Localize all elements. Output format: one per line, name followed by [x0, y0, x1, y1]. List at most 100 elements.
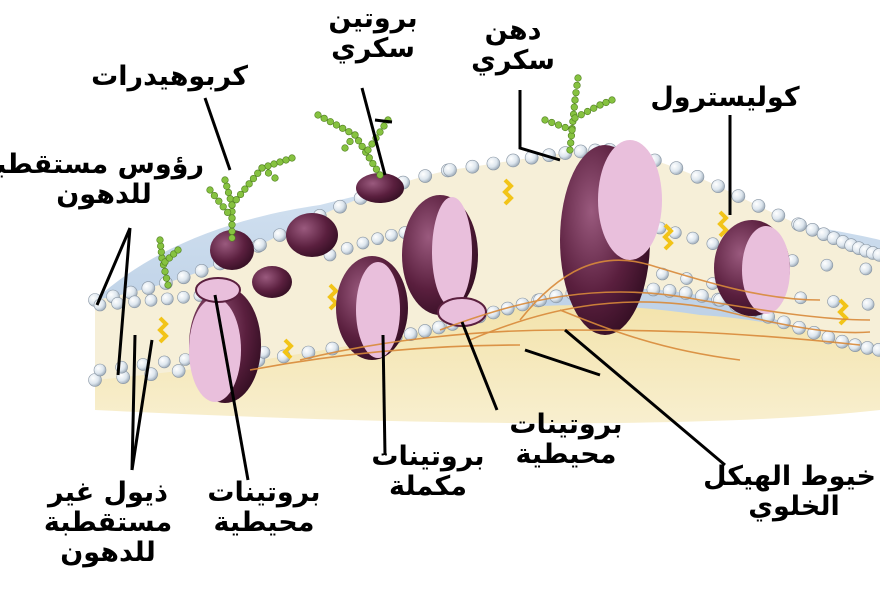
lipid-head-icon [145, 294, 157, 306]
sugar-bead-icon [223, 183, 230, 190]
protein-face [189, 298, 241, 402]
peripheral-protein-icon [196, 278, 240, 302]
lipid-head-icon [341, 242, 353, 254]
sugar-bead-icon [603, 99, 610, 106]
lipid-head-icon [419, 324, 432, 337]
protein-icon [252, 266, 292, 298]
lipid-head-icon [670, 162, 683, 175]
label-nonpolar-tails: ذيول غيرمستقطبةللدهون [38, 478, 178, 569]
cholesterol-icon [285, 340, 291, 358]
sugar-bead-icon [359, 143, 366, 150]
sugar-bead-icon [265, 163, 272, 170]
lipid-head-icon [507, 154, 520, 167]
lipid-head-icon [177, 271, 190, 284]
protein-icon [286, 213, 338, 257]
lipid-head-icon [487, 157, 500, 170]
sugar-bead-icon [225, 189, 232, 196]
sugar-bead-icon [283, 157, 290, 164]
lipid-head-icon [357, 237, 369, 249]
sugar-bead-icon [381, 123, 388, 130]
lipid-head-icon [129, 296, 141, 308]
sugar-bead-icon [575, 75, 582, 82]
leader-line-integral [383, 335, 385, 455]
lipid-head-icon [772, 209, 785, 222]
lipid-head-icon [466, 160, 479, 173]
sugar-bead-icon [542, 117, 549, 124]
sugar-bead-icon [609, 97, 616, 104]
sugar-bead-icon [157, 243, 164, 250]
sugar-bead-icon [333, 122, 340, 129]
sugar-bead-icon [573, 89, 580, 96]
sugar-bead-icon [259, 165, 266, 172]
sugar-bead-icon [229, 235, 236, 242]
lipid-head-icon [195, 264, 208, 277]
sugar-bead-icon [571, 104, 578, 111]
label-glycolipid: دهنسكري [453, 16, 573, 76]
lipid-head-icon [691, 170, 704, 183]
sugar-bead-icon [584, 108, 591, 115]
lipid-head-icon [385, 229, 397, 241]
sugar-bead-icon [321, 115, 328, 122]
lipid-head-icon [828, 296, 840, 308]
sugar-bead-icon [315, 112, 322, 119]
sugar-bead-icon [224, 209, 231, 216]
sugar-bead-icon [277, 159, 284, 166]
sugar-bead-icon [562, 124, 569, 131]
sugar-bead-icon [597, 102, 604, 109]
sugar-bead-icon [355, 137, 362, 144]
lipid-head-icon [707, 238, 719, 250]
sugar-bead-icon [220, 204, 227, 211]
lipid-head-icon [158, 356, 170, 368]
lipid-head-icon [795, 292, 807, 304]
lipid-head-icon [732, 190, 745, 203]
sugar-bead-icon [365, 147, 372, 154]
lipid-head-icon [712, 180, 725, 193]
sugar-bead-icon [229, 222, 236, 229]
lipid-head-icon [836, 335, 849, 348]
protein-face [432, 197, 472, 307]
sugar-bead-icon [229, 215, 236, 222]
sugar-bead-icon [346, 128, 353, 135]
sugar-bead-icon [377, 172, 384, 179]
lipid-head-icon [273, 229, 286, 242]
label-cholesterol: كوليسترول [640, 83, 810, 113]
sugar-bead-icon [567, 140, 574, 147]
lipid-head-icon [752, 199, 765, 212]
sugar-bead-icon [157, 237, 164, 244]
sugar-bead-icon [569, 127, 576, 134]
sugar-bead-icon [572, 97, 579, 104]
sugar-bead-icon [163, 275, 170, 282]
sugar-bead-icon [265, 170, 272, 177]
sugar-bead-icon [369, 141, 376, 148]
lipid-head-icon [419, 170, 432, 183]
lipid-head-icon [178, 291, 190, 303]
lipid-head-icon [372, 233, 384, 245]
sugar-bead-icon [574, 82, 581, 89]
sugar-bead-icon [272, 175, 279, 182]
lipid-head-icon [860, 263, 872, 275]
lipid-head-icon [161, 293, 173, 305]
sugar-bead-icon [352, 132, 359, 139]
sugar-bead-icon [347, 138, 354, 145]
sugar-bead-icon [227, 195, 234, 202]
lipid-head-icon [687, 232, 699, 244]
lipid-head-icon [861, 341, 874, 354]
sugar-bead-icon [578, 111, 585, 118]
sugar-bead-icon [572, 115, 579, 122]
sugar-bead-icon [548, 119, 555, 126]
sugar-bead-icon [175, 247, 182, 254]
sugar-bead-icon [216, 198, 223, 205]
lipid-head-icon [172, 364, 185, 377]
sugar-bead-icon [567, 147, 574, 154]
sugar-bead-icon [222, 177, 229, 184]
sugar-bead-icon [370, 160, 377, 167]
leader-line-carbohydrates [205, 98, 230, 170]
sugar-bead-icon [207, 187, 214, 194]
sugar-bead-icon [377, 129, 384, 136]
lipid-head-icon [142, 282, 155, 295]
